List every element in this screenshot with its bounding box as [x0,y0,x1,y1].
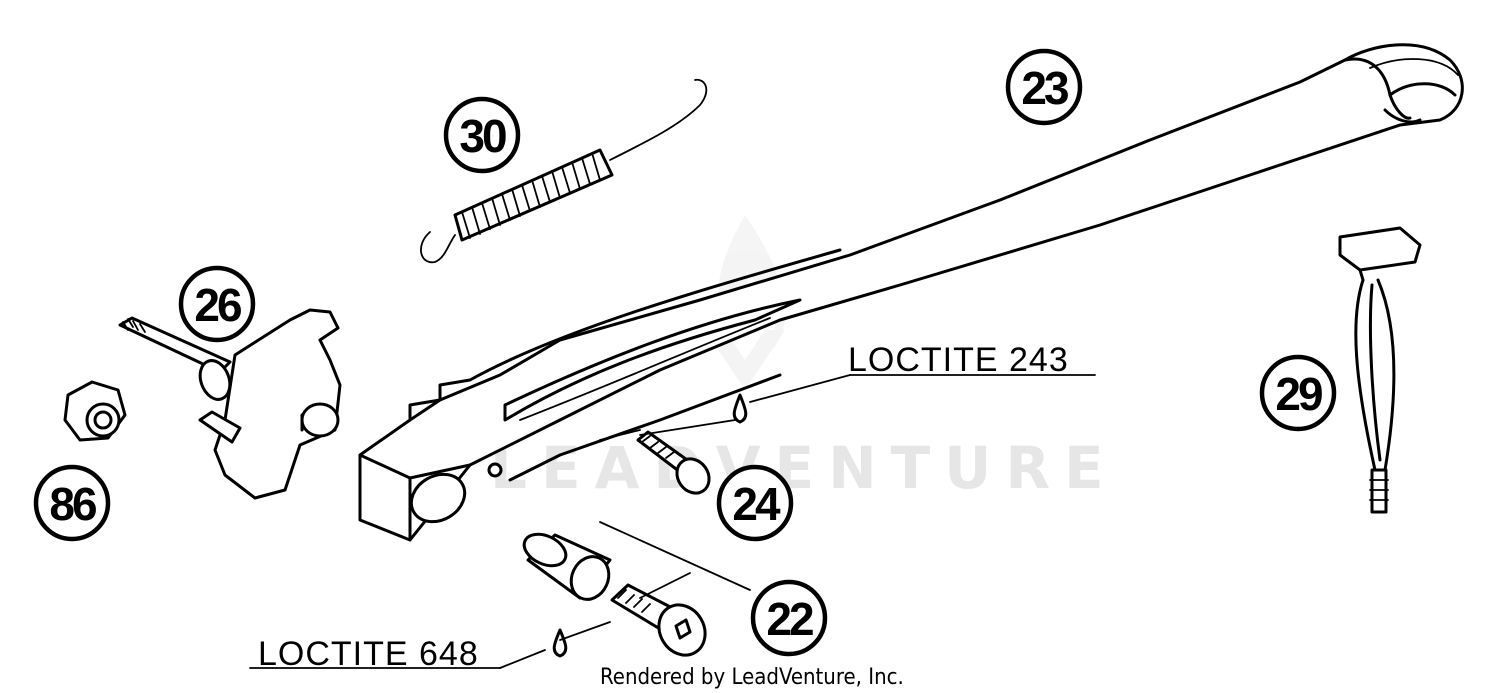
bushing-sleeve [522,532,612,601]
leader-lines [249,374,1096,669]
callout-23: 23 [1005,48,1083,126]
render-credit: Rendered by LeadVenture, Inc. [600,665,904,690]
callout-24: 24 [716,464,794,542]
callout-86: 86 [33,464,111,542]
loctite-648-label: LOCTITE 648 [258,635,479,673]
watermark-text: LEADVENTURE [490,434,1118,502]
side-stand-leg [358,43,1464,542]
loctite-drop-648 [552,628,568,658]
pivot-bolt [610,583,707,657]
callout-26: 26 [178,265,256,343]
stop-screw [636,430,711,495]
svg-text:22: 22 [766,593,813,645]
callout-30: 30 [443,96,521,174]
callout-22: 22 [750,579,828,657]
return-spring [420,78,708,264]
loctite-drop-243 [732,393,748,424]
svg-text:86: 86 [49,478,96,530]
loctite-243-label: LOCTITE 243 [848,341,1069,379]
svg-text:24: 24 [732,478,781,530]
svg-text:26: 26 [194,279,241,331]
svg-text:23: 23 [1021,62,1068,114]
watermark-logo [705,215,786,390]
stand-bracket [118,308,342,500]
callout-29: 29 [1259,354,1337,432]
svg-text:30: 30 [459,110,506,162]
flange-nut [63,380,127,442]
svg-text:29: 29 [1275,368,1322,420]
t-handle-tool [1338,226,1422,514]
